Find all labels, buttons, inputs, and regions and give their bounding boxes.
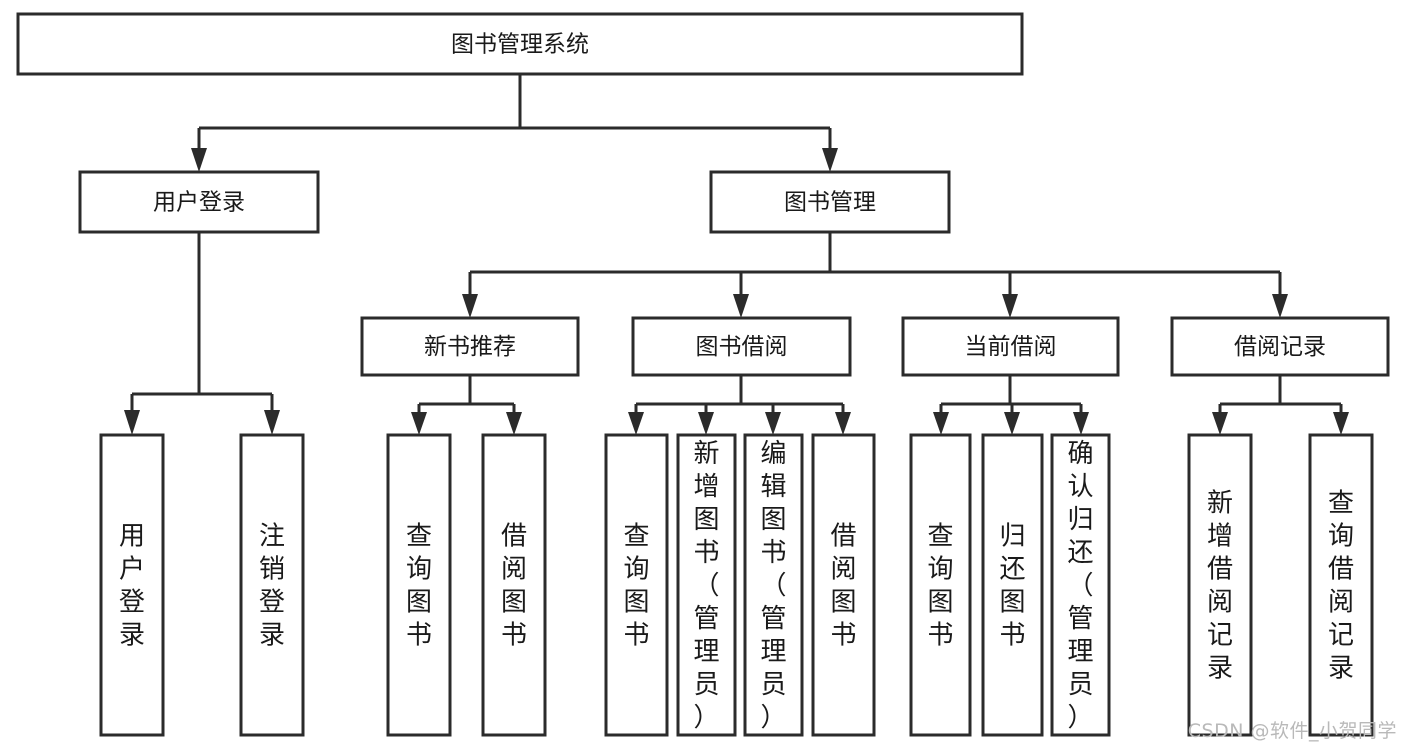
node-level2-0[interactable]: 用户登录 [78,170,320,234]
node-leaf-9-label: 归还图书 [999,522,1025,651]
node-level3-2-label: 当前借阅 [965,334,1057,360]
node-leaf-6[interactable]: 编辑图书（管理员） [743,433,804,737]
node-leaf-4[interactable]: 查询图书 [604,433,669,737]
connectors [124,74,1349,435]
node-leaf-0-box[interactable] [99,433,165,737]
node-level3-2[interactable]: 当前借阅 [901,316,1120,377]
arrow-head-borrow [733,294,749,318]
node-leaf-8-box[interactable] [909,433,972,737]
arrow-head-current [1002,294,1018,318]
node-leaf-3-box[interactable] [481,433,547,737]
node-level2-1-box[interactable] [709,170,951,234]
node-leaf-9[interactable]: 归还图书 [981,433,1044,737]
node-level2-1-label: 图书管理 [784,190,876,216]
arrow-head-borrow-lend [835,412,851,435]
node-leaf-9-box[interactable] [981,433,1044,737]
node-leaf-3[interactable]: 借阅图书 [481,433,547,737]
node-root-system[interactable]: 图书管理系统 [16,12,1024,76]
arrow-head-borrow-query [628,412,644,435]
node-leaf-2[interactable]: 查询图书 [386,433,452,737]
node-leaf-10-box[interactable] [1050,433,1111,737]
nodes-layer: 图书管理系统用户登录图书管理新书推荐图书借阅当前借阅借阅记录用户登录注销登录查询… [16,12,1390,737]
node-level2-0-label: 用户登录 [153,190,245,216]
node-leaf-12-box[interactable] [1308,433,1374,737]
node-level3-0-box[interactable] [360,316,580,377]
arrow-head-leaf-user-login [124,410,140,435]
node-level3-0[interactable]: 新书推荐 [360,316,580,377]
node-leaf-4-label: 查询图书 [623,522,649,651]
node-leaf-1-box[interactable] [239,433,305,737]
node-root-system-label: 图书管理系统 [451,32,589,58]
node-leaf-11-label: 新增借阅记录 [1207,489,1233,684]
node-leaf-1[interactable]: 注销登录 [239,433,305,737]
node-leaf-10-label: 确认归还（管理员） [1067,439,1093,733]
node-leaf-6-box[interactable] [743,433,804,737]
arrow-head-leaf-logout [264,410,280,435]
arrow-head-book-mgmt [822,148,838,172]
node-level3-2-box[interactable] [901,316,1120,377]
node-level3-3[interactable]: 借阅记录 [1170,316,1390,377]
node-leaf-5[interactable]: 新增图书（管理员） [676,433,737,737]
node-level2-1[interactable]: 图书管理 [709,170,951,234]
node-leaf-5-label: 新增图书（管理员） [693,439,719,733]
node-level3-3-label: 借阅记录 [1234,334,1326,360]
node-level3-0-label: 新书推荐 [424,334,516,360]
arrow-head-record-query [1333,412,1349,435]
arrow-head-current-query [933,412,949,435]
arrow-head-record-add [1212,412,1228,435]
node-leaf-7[interactable]: 借阅图书 [811,433,876,737]
node-leaf-5-box[interactable] [676,433,737,737]
node-leaf-1-label: 注销登录 [259,522,285,651]
node-leaf-8[interactable]: 查询图书 [909,433,972,737]
node-leaf-2-label: 查询图书 [406,522,432,651]
arrow-head-newbook-query [411,412,427,435]
node-leaf-8-label: 查询图书 [927,522,953,651]
arrow-head-borrow-edit [765,412,781,435]
node-level3-3-box[interactable] [1170,316,1390,377]
node-level2-0-box[interactable] [78,170,320,234]
node-leaf-12-label: 查询借阅记录 [1328,489,1354,684]
arrow-head-borrow-add [698,412,714,435]
node-leaf-2-box[interactable] [386,433,452,737]
node-leaf-6-label: 编辑图书（管理员） [760,439,786,733]
node-root-system-box[interactable] [16,12,1024,76]
node-leaf-12[interactable]: 查询借阅记录 [1308,433,1374,737]
node-level3-1[interactable]: 图书借阅 [631,316,852,377]
node-leaf-4-box[interactable] [604,433,669,737]
node-leaf-11-box[interactable] [1187,433,1253,737]
node-leaf-0-label: 用户登录 [119,522,145,651]
arrow-head-current-return [1004,412,1020,435]
arrow-head-current-confirm [1073,412,1089,435]
node-level3-1-box[interactable] [631,316,852,377]
node-leaf-0[interactable]: 用户登录 [99,433,165,737]
node-leaf-10[interactable]: 确认归还（管理员） [1050,433,1111,737]
node-leaf-7-label: 借阅图书 [830,522,856,651]
node-leaf-7-box[interactable] [811,433,876,737]
arrow-head-record [1272,294,1288,318]
arrow-head-newbook [462,294,478,318]
node-leaf-3-label: 借阅图书 [501,522,527,651]
node-level3-1-label: 图书借阅 [696,334,788,360]
arrow-head-user-login [191,148,207,172]
node-leaf-11[interactable]: 新增借阅记录 [1187,433,1253,737]
arrow-head-newbook-borrow [506,412,522,435]
